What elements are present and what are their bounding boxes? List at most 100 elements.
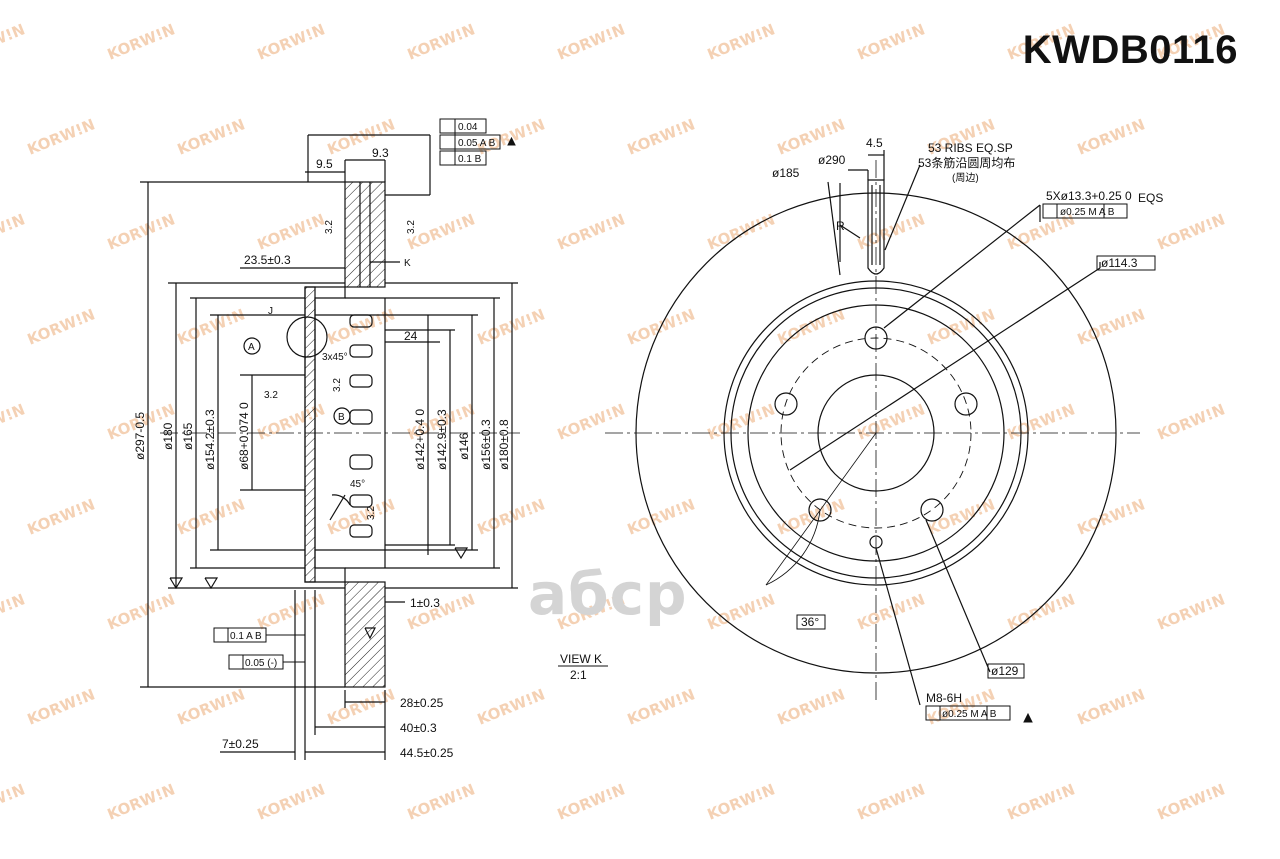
brand-watermark: KORW!N — [405, 20, 478, 63]
dim-180: ø180 — [161, 422, 175, 450]
dim-297: ø297-0.5 — [133, 412, 147, 460]
brand-watermark: KORW!N — [705, 780, 778, 823]
dim-180-8: ø180±0.8 — [497, 419, 511, 470]
view-k-title: VIEW K — [560, 652, 602, 666]
brand-watermark: KORW!N — [175, 305, 248, 348]
brand-watermark: KORW!N — [105, 210, 178, 253]
holes-eqs: EQS — [1138, 191, 1163, 205]
brand-watermark: KORW!N — [0, 400, 28, 443]
brand-watermark: KORW!N — [855, 210, 928, 253]
brand-watermark: KORW!N — [1075, 115, 1148, 158]
brand-watermark: KORW!N — [105, 590, 178, 633]
brand-watermark: KORW!N — [25, 115, 98, 158]
dim-185: ø185 — [772, 166, 800, 180]
dim-7: 7±0.25 — [222, 737, 259, 751]
dim-36-deg: 36° — [801, 615, 819, 629]
brand-watermark: KORW!N — [255, 400, 328, 443]
bolt-hole — [864, 326, 888, 350]
bolt-hole — [920, 498, 944, 522]
dim-68: ø68+0.074 0 — [237, 402, 251, 470]
brand-watermark: KORW!N — [1075, 685, 1148, 728]
brand-watermark: KORW!N — [705, 400, 778, 443]
brand-watermark: KORW!N — [25, 495, 98, 538]
brand-watermark: KORW!N — [105, 20, 178, 63]
part-number-title: KWDB0116 — [1022, 28, 1238, 72]
brand-watermark: KORW!N — [555, 20, 628, 63]
brand-watermark: KORW!N — [555, 210, 628, 253]
ribs-en: 53 RIBS EQ.SP — [928, 141, 1013, 155]
brand-watermark: KORW!N — [1005, 590, 1078, 633]
datum-b: B — [338, 412, 345, 423]
brand-watermark: KORW!N — [705, 210, 778, 253]
brand-watermark: KORW!N — [175, 495, 248, 538]
brand-watermark: KORW!N — [0, 20, 28, 63]
dim-24: 24 — [404, 329, 418, 343]
brand-watermark: KORW!N — [325, 495, 398, 538]
ribs-cn: 53条筋沿圆周均布 — [918, 155, 1015, 170]
rough-d: 3.2 — [332, 378, 343, 392]
brand-watermark: KORW!N — [705, 20, 778, 63]
dim-1: 1±0.3 — [410, 596, 440, 610]
front-labels: 4.5 ø290 ø185 53 RIBS EQ.SP 53条筋沿圆周均布 (周… — [772, 136, 1163, 720]
brand-watermark: KORW!N — [555, 780, 628, 823]
dim-9-3: 9.3 — [372, 146, 389, 160]
dim-9-5: 9.5 — [316, 157, 333, 171]
dim-45-deg: 45° — [350, 479, 365, 490]
dim-146: ø146 — [457, 432, 471, 460]
brand-watermark: KORW!N — [555, 400, 628, 443]
center-watermark: aбcp — [528, 560, 688, 628]
brand-watermark: KORW!N — [1075, 305, 1148, 348]
brand-watermark: KORW!N — [1155, 780, 1228, 823]
brand-watermark: KORW!N — [475, 685, 548, 728]
brand-watermark: KORW!N — [855, 590, 928, 633]
watermark-layer: KORW!N KORW!N KORW!N KORW!N KORW!N KORW!N KORW… — [0, 20, 1228, 823]
brand-watermark: KORW!N — [25, 305, 98, 348]
rough-a: 3.2 — [264, 390, 278, 401]
holes-tol: ø0.25 M A B — [1060, 207, 1115, 218]
dim-290: ø290 — [818, 153, 846, 167]
view-k-scale: 2:1 — [570, 668, 587, 682]
brand-watermark: KORW!N — [0, 590, 28, 633]
brand-watermark: KORW!N — [25, 685, 98, 728]
thread-spec: M8-6H — [926, 691, 962, 705]
bolt-hole — [954, 392, 978, 416]
brand-watermark: KORW!N — [255, 210, 328, 253]
dim-142-2: ø142+0.4 0 — [413, 409, 427, 470]
section-labels: 9.5 9.3 23.5±0.3 K 24 3x45° 45° 3.2 J A … — [222, 122, 496, 760]
brand-watermark: KORW!N — [105, 780, 178, 823]
tolerance-frame-side — [213, 627, 305, 670]
front-view — [605, 150, 1140, 706]
label-r: R — [836, 219, 845, 233]
brand-watermark: KORW!N — [255, 590, 328, 633]
dim-23-5: 23.5±0.3 — [244, 253, 291, 267]
rough-b: 3.2 — [324, 220, 335, 234]
brand-watermark: KORW!N — [1005, 400, 1078, 443]
brand-watermark: KORW!N — [255, 780, 328, 823]
brand-watermark: KORW!N — [0, 210, 28, 253]
tolerance-frame-top — [439, 118, 516, 166]
brand-watermark: KORW!N — [175, 115, 248, 158]
brand-watermark: KORW!N — [325, 685, 398, 728]
brand-watermark: KORW!N — [475, 495, 548, 538]
brand-watermark: KORW!N — [855, 400, 928, 443]
rough-e: 3.2 — [366, 506, 377, 520]
brand-watermark: KORW!N — [0, 780, 28, 823]
ribs-cn2: (周边) — [952, 172, 979, 184]
view-k-label: VIEW K 2:1 — [558, 652, 608, 682]
bolt-hole — [808, 498, 832, 522]
tol-top-2: 0.05 A B — [458, 138, 496, 149]
dim-44-5: 44.5±0.25 — [400, 746, 454, 760]
dim-154: ø154.2±0.3 — [203, 409, 217, 470]
label-k: K — [404, 258, 411, 269]
front-tolerance-frames — [796, 203, 1156, 723]
dim-129: ø129 — [991, 664, 1019, 678]
holes-spec: 5Xø13.3+0.25 0 — [1046, 189, 1132, 203]
brand-watermark: KORW!N — [925, 495, 998, 538]
brand-watermark: KORW!N — [775, 685, 848, 728]
brand-watermark: KORW!N — [855, 780, 928, 823]
brand-watermark: KORW!N — [405, 780, 478, 823]
brand-watermark: KORW!N — [625, 115, 698, 158]
dim-165: ø165 — [181, 422, 195, 450]
